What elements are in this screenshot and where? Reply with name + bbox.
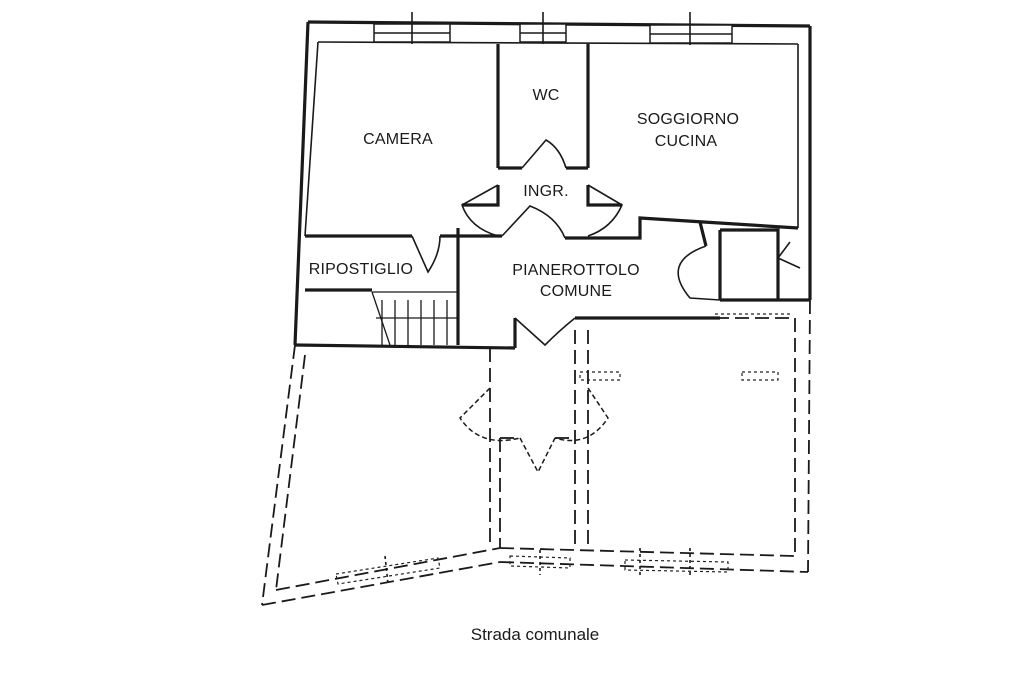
dashed-double-door xyxy=(459,387,609,474)
window-wc xyxy=(519,12,567,44)
door-ripostiglio xyxy=(411,235,441,274)
interior-walls xyxy=(305,44,799,345)
dashed-lower-unit xyxy=(261,299,811,606)
window-soggiorno xyxy=(649,12,733,45)
door-camera-ingresso xyxy=(461,184,499,237)
label-camera: CAMERA xyxy=(363,131,433,148)
door-closet xyxy=(677,245,721,301)
window-lower-right xyxy=(624,548,729,578)
label-wc: WC xyxy=(532,87,559,104)
window-lower-left xyxy=(335,555,441,585)
label-pianerottolo-line2: COMUNE xyxy=(540,283,612,300)
door-ingresso-pianerottolo xyxy=(501,205,566,239)
door-wc xyxy=(521,138,567,169)
window-lower-center xyxy=(509,550,571,575)
door-pianerottolo-bottom xyxy=(514,317,576,347)
label-ingresso: INGR. xyxy=(523,183,568,200)
label-soggiorno-line2: CUCINA xyxy=(655,133,718,150)
label-ripostiglio: RIPOSTIGLIO xyxy=(309,261,413,278)
door-soggiorno-ingresso xyxy=(587,184,624,237)
stairs xyxy=(371,291,458,346)
door-right-side xyxy=(777,241,801,269)
street-label: Strada comunale xyxy=(471,625,600,644)
label-soggiorno-line1: SOGGIORNO xyxy=(637,111,739,128)
label-pianerottolo-line1: PIANEROTTOLO xyxy=(512,262,639,279)
window-camera xyxy=(373,12,451,44)
